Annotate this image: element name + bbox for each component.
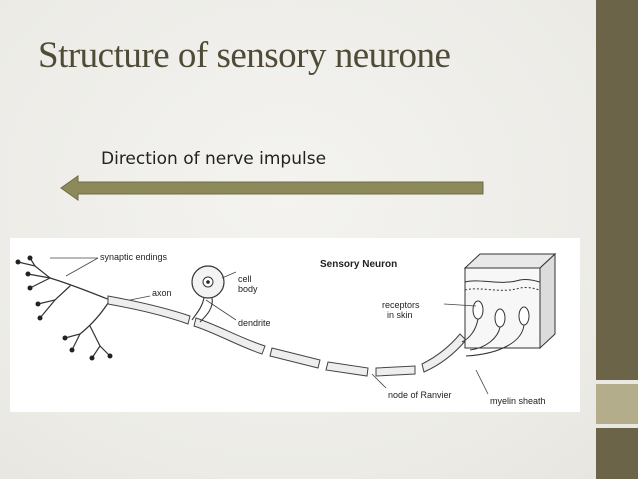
receptor xyxy=(472,300,484,320)
side-bar-middle xyxy=(596,384,638,424)
synaptic-branch xyxy=(17,257,37,267)
label-synaptic-endings: synaptic endings xyxy=(100,252,168,262)
skin-block-side xyxy=(539,252,556,350)
axon-segment xyxy=(193,317,266,355)
sensory-neuron-diagram: Sensory Neuron synaptic endings axon cel… xyxy=(10,238,580,412)
synaptic-branch xyxy=(64,299,111,339)
synaptic-branch xyxy=(29,277,51,289)
arrow-shape xyxy=(60,175,484,201)
leader-line xyxy=(65,257,99,277)
cell-body-stalk xyxy=(191,297,213,323)
synaptic-knob xyxy=(37,315,43,321)
skin-epidermis-texture xyxy=(464,286,541,291)
synaptic-branch xyxy=(34,265,111,301)
receptor xyxy=(494,308,506,328)
label-node-of-ranvier: node of Ranvier xyxy=(388,390,452,400)
leader-line xyxy=(475,369,489,395)
synaptic-branch xyxy=(39,299,56,319)
receptor-fiber xyxy=(465,324,525,357)
label-axon: axon xyxy=(152,288,172,298)
skin-epidermis-texture xyxy=(464,278,541,283)
synaptic-knob xyxy=(15,259,21,265)
synaptic-knob xyxy=(25,271,31,277)
synaptic-branch xyxy=(27,273,51,279)
leader-line xyxy=(205,299,237,321)
nucleolus xyxy=(206,280,210,284)
synaptic-knob xyxy=(27,255,33,261)
leader-line xyxy=(371,373,387,389)
receptor-fiber xyxy=(461,318,479,343)
diagram-title: Sensory Neuron xyxy=(320,259,398,270)
synaptic-knob xyxy=(69,347,75,353)
direction-arrow xyxy=(60,175,484,201)
receptor xyxy=(518,306,530,326)
slide-title: Structure of sensory neurone xyxy=(38,35,451,76)
leader-line xyxy=(129,295,151,301)
axon-segment xyxy=(375,365,416,377)
synaptic-knob xyxy=(27,285,33,291)
direction-label: Direction of nerve impulse xyxy=(101,149,327,169)
leader-line xyxy=(443,303,477,307)
skin-block-top xyxy=(463,253,557,269)
synaptic-knob xyxy=(35,301,41,307)
leader-line xyxy=(221,271,237,279)
synaptic-knob xyxy=(89,355,95,361)
side-bar-bottom xyxy=(596,428,638,479)
axon-segment xyxy=(421,333,467,373)
synaptic-knob xyxy=(62,335,68,341)
synaptic-branch xyxy=(71,333,81,351)
label-receptors: receptors in skin xyxy=(382,300,420,320)
label-dendrite: dendrite xyxy=(238,318,271,328)
side-bar-top xyxy=(596,0,638,380)
synaptic-branch xyxy=(89,325,101,359)
axon-segment xyxy=(325,361,369,377)
neuron-drawing xyxy=(15,252,557,395)
axon-segment xyxy=(107,295,191,325)
label-myelin-sheath: myelin sheath xyxy=(490,396,546,406)
label-cell-body: cell body xyxy=(238,274,258,294)
axon-segment xyxy=(269,347,321,369)
synaptic-knob xyxy=(107,353,113,359)
receptor-fiber xyxy=(469,326,501,351)
